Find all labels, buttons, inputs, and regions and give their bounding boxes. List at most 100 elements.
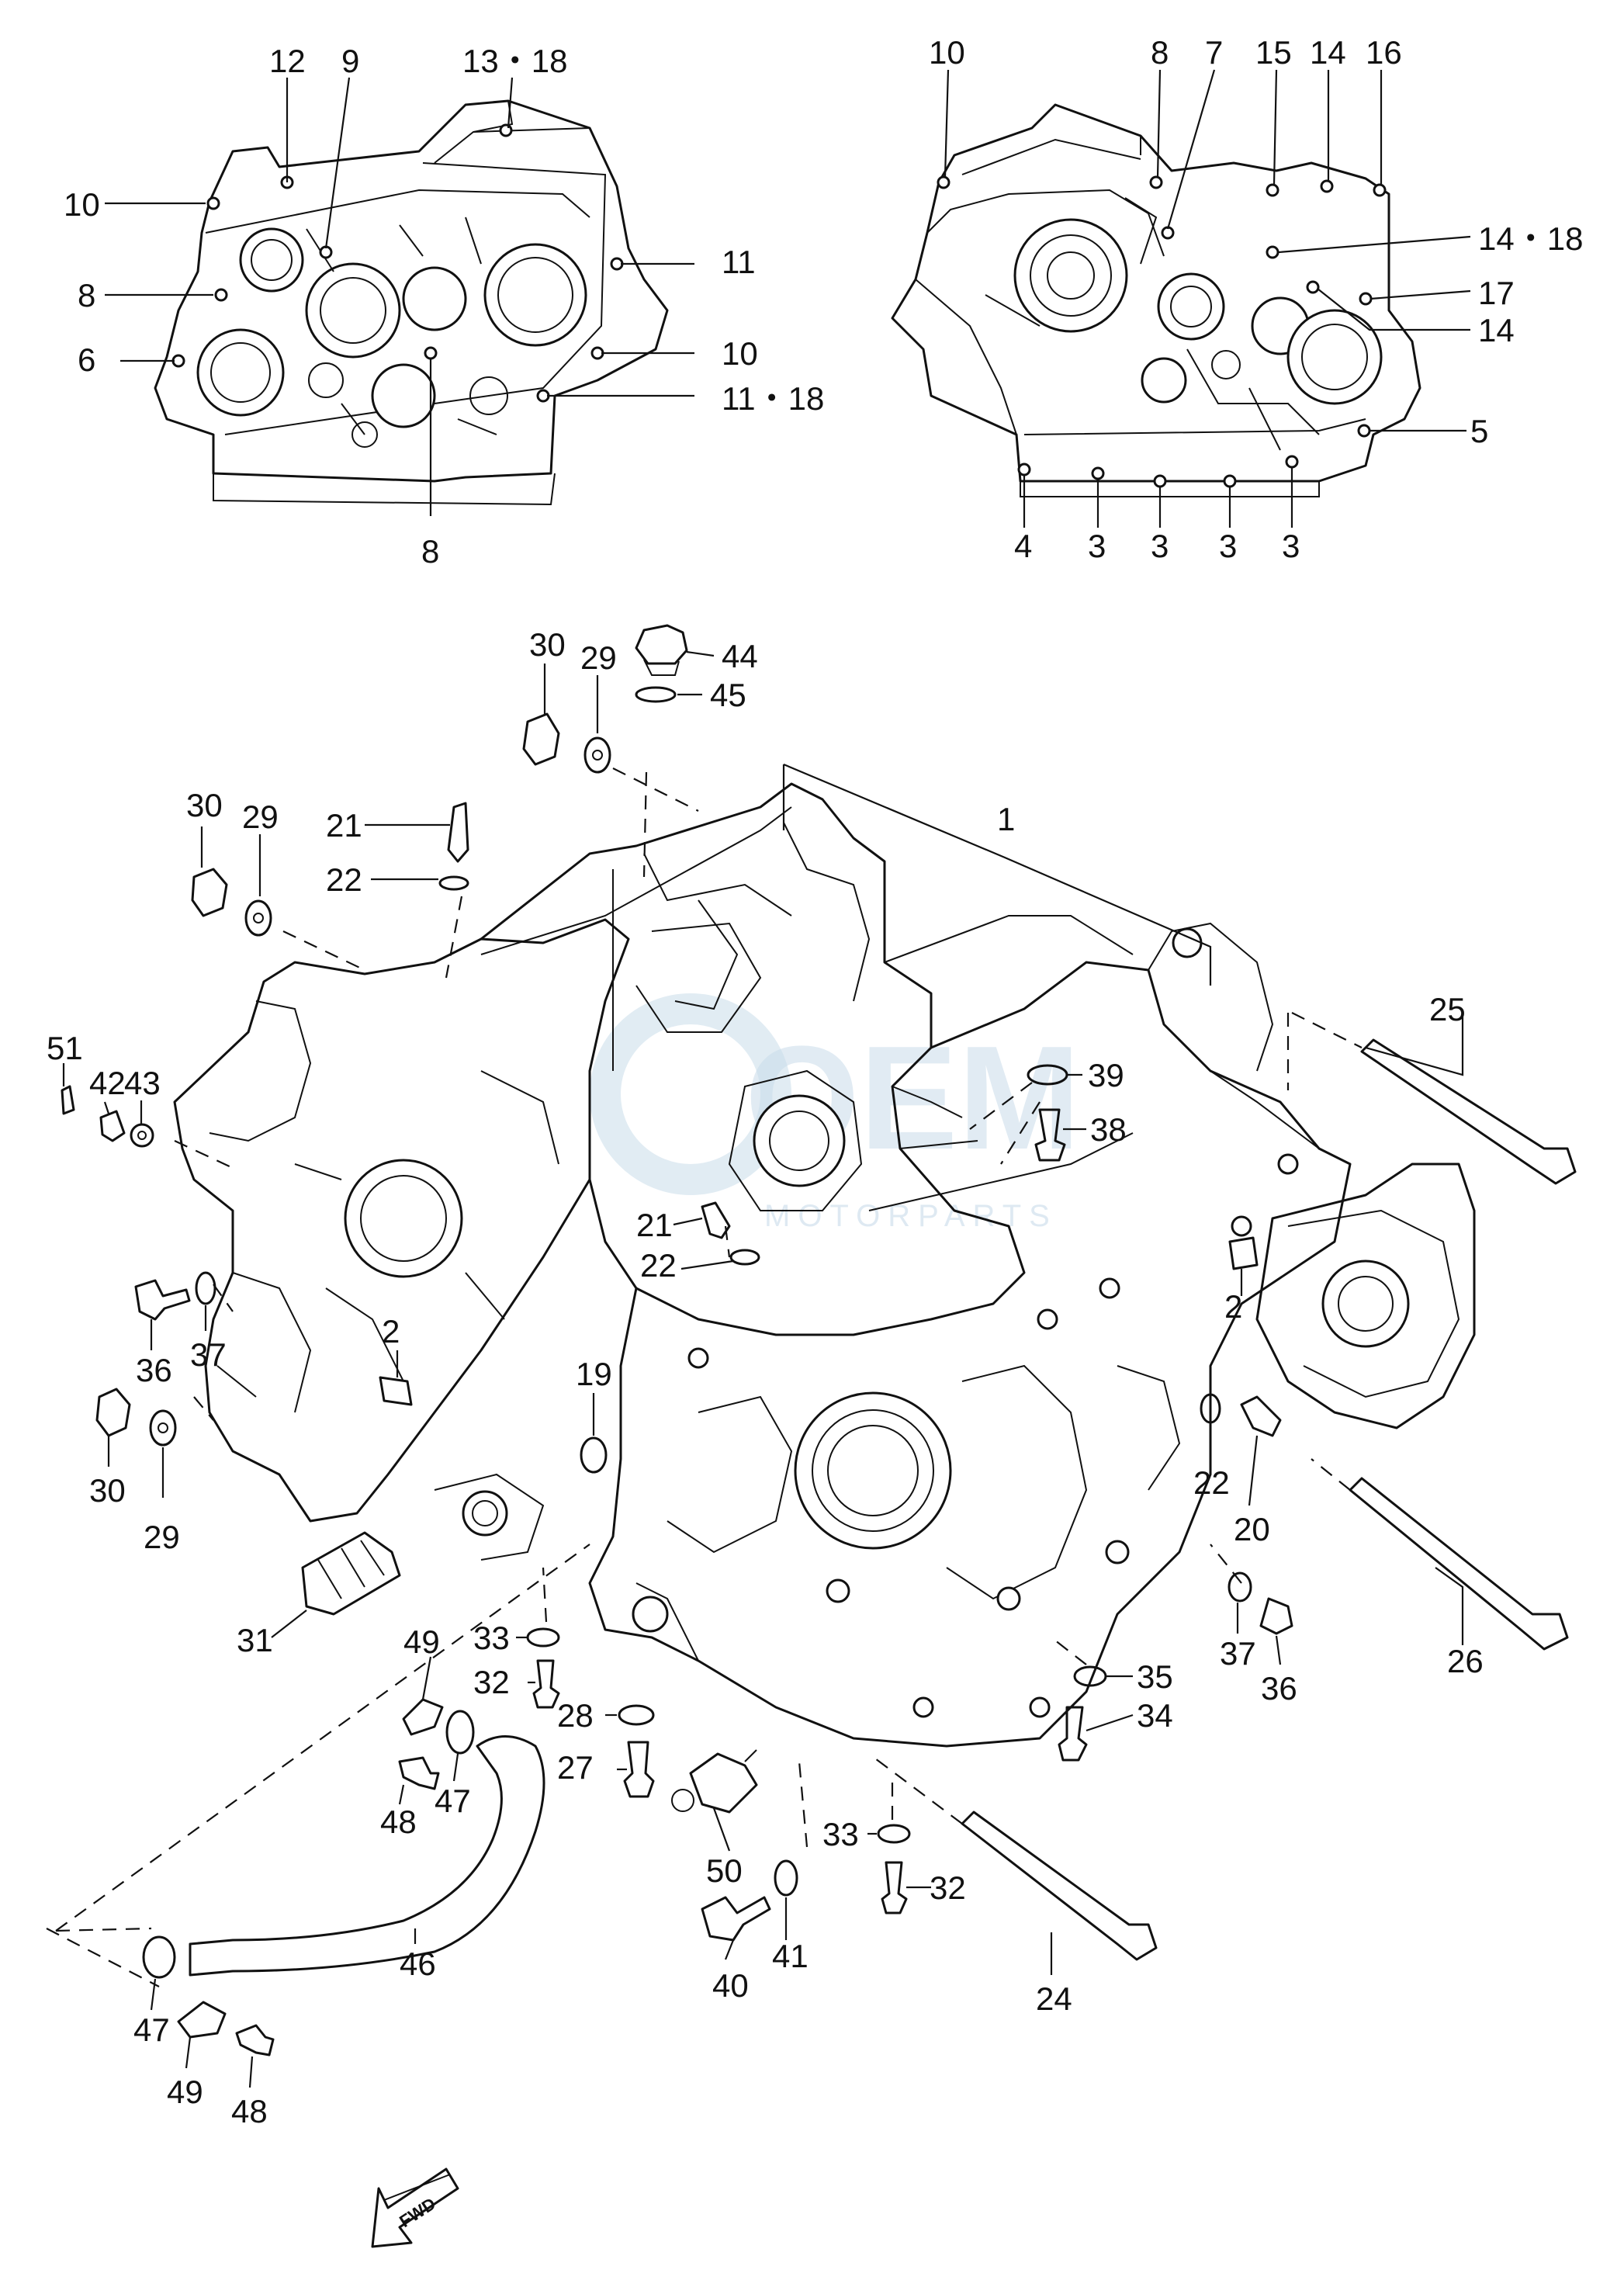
label-35: 35 [1137,1658,1173,1695]
watermark-subtitle: MOTORPARTS [764,1199,1058,1233]
label-19: 19 [576,1356,612,1392]
label-37-left: 37 [190,1336,227,1373]
label-39: 39 [1088,1057,1124,1093]
part-33-washer-right [877,1824,911,1844]
label-8-inset-right: 8 [1151,34,1169,71]
label-17: 17 [1478,275,1515,311]
label-44: 44 [722,638,758,674]
label-37-right: 37 [1220,1635,1256,1672]
label-24: 24 [1036,1980,1072,2017]
part-48-bolt-bottom [235,2024,275,2057]
label-8-inset-left: 8 [78,277,95,314]
label-51: 51 [47,1030,83,1066]
label-14-top: 14 [1310,34,1346,71]
label-21-top: 21 [326,807,362,844]
forward-direction-arrow: FWD [371,2167,459,2248]
label-5: 5 [1470,413,1488,449]
label-50: 50 [706,1852,743,1889]
part-36-bolt-right [1259,1597,1293,1635]
part-22-o-ring-mid [729,1249,760,1266]
label-29-top: 29 [580,639,617,676]
part-36-bolt-left [134,1279,191,1321]
part-30-nut-mid [191,868,228,917]
label-28: 28 [557,1697,594,1734]
label-26: 26 [1447,1643,1484,1679]
label-33-left: 33 [473,1620,510,1656]
part-29-washer-top [583,736,611,774]
part-25-long-bolt [1360,1038,1577,1185]
label-29-mid: 29 [242,799,279,835]
part-32-bolt-left [532,1659,560,1709]
part-51-fitting [61,1085,75,1115]
label-34: 34 [1137,1697,1173,1734]
label-14-18: 14・18 [1478,220,1583,257]
part-49-clamp-top [402,1698,444,1736]
label-29-low: 29 [144,1519,180,1555]
label-15: 15 [1255,34,1292,71]
right-crankcase-inset [891,103,1421,497]
label-47-top: 47 [435,1783,471,1819]
part-46-breather-hose [189,1735,545,1977]
label-46: 46 [400,1946,436,1982]
part-41-washer [774,1859,798,1897]
label-12: 12 [269,43,306,79]
part-38-bolt [1034,1108,1066,1162]
label-8-inset-bottom: 8 [421,533,439,570]
label-3-d: 3 [1282,528,1300,564]
part-37-washer-left [195,1271,216,1305]
label-1: 1 [997,801,1015,837]
inset-right-leaders [944,69,1471,528]
label-36-left: 36 [136,1352,172,1388]
label-32-left: 32 [473,1664,510,1700]
part-2-dowel-left [379,1376,413,1406]
part-29-washer-mid [244,899,272,937]
label-13-18: 13・18 [462,43,567,79]
part-27-drain-bolt [623,1741,655,1798]
label-3-c: 3 [1219,528,1237,564]
label-22-mid: 22 [640,1247,677,1284]
label-2-right: 2 [1224,1288,1242,1325]
label-30-low: 30 [89,1472,126,1509]
label-25: 25 [1429,991,1466,1027]
label-10-inset-left-right: 10 [722,335,758,372]
label-48-bottom: 48 [231,2093,268,2129]
part-19-o-ring [580,1436,608,1474]
labels: 12 9 13・18 10 11 8 10 6 11・18 8 10 8 7 1… [47,34,1583,2129]
main-crankcase-assembly [173,782,1476,1748]
label-3-a: 3 [1088,528,1106,564]
label-20: 20 [1234,1511,1270,1547]
label-41: 41 [772,1938,809,1974]
label-38: 38 [1090,1111,1127,1148]
label-21-mid: 21 [636,1207,673,1243]
label-6: 6 [78,341,95,378]
part-24-long-bolt [961,1810,1158,1961]
part-43-washer [130,1123,154,1148]
part-26-long-bolt [1349,1477,1569,1651]
label-30-mid: 30 [186,787,223,823]
label-40: 40 [712,1967,749,2004]
label-36-right: 36 [1261,1670,1297,1707]
label-11: 11 [722,244,756,280]
part-37-washer-right [1228,1571,1252,1603]
part-30-nut-top [522,712,560,766]
part-50-pressure-switch [689,1752,758,1814]
label-16: 16 [1366,34,1402,71]
label-48-top: 48 [380,1804,417,1840]
left-crankcase-inset [154,99,669,506]
part-49-clamp-bottom [177,2001,227,2039]
label-9: 9 [341,43,359,79]
label-7: 7 [1205,34,1223,71]
part-2-dowel-right [1228,1236,1259,1270]
part-22-o-ring-right [1200,1393,1221,1424]
part-48-bolt-top [398,1756,440,1790]
part-29-washer-low [149,1409,177,1447]
label-11-18: 11・18 [722,380,824,417]
label-14-mid: 14 [1478,312,1515,348]
part-30-nut-low [95,1388,131,1437]
part-28-washer [618,1704,655,1726]
label-49-bottom: 49 [167,2074,203,2110]
part-47-o-ring-bottom [142,1935,176,1979]
label-4: 4 [1014,528,1032,564]
label-27: 27 [557,1749,594,1786]
